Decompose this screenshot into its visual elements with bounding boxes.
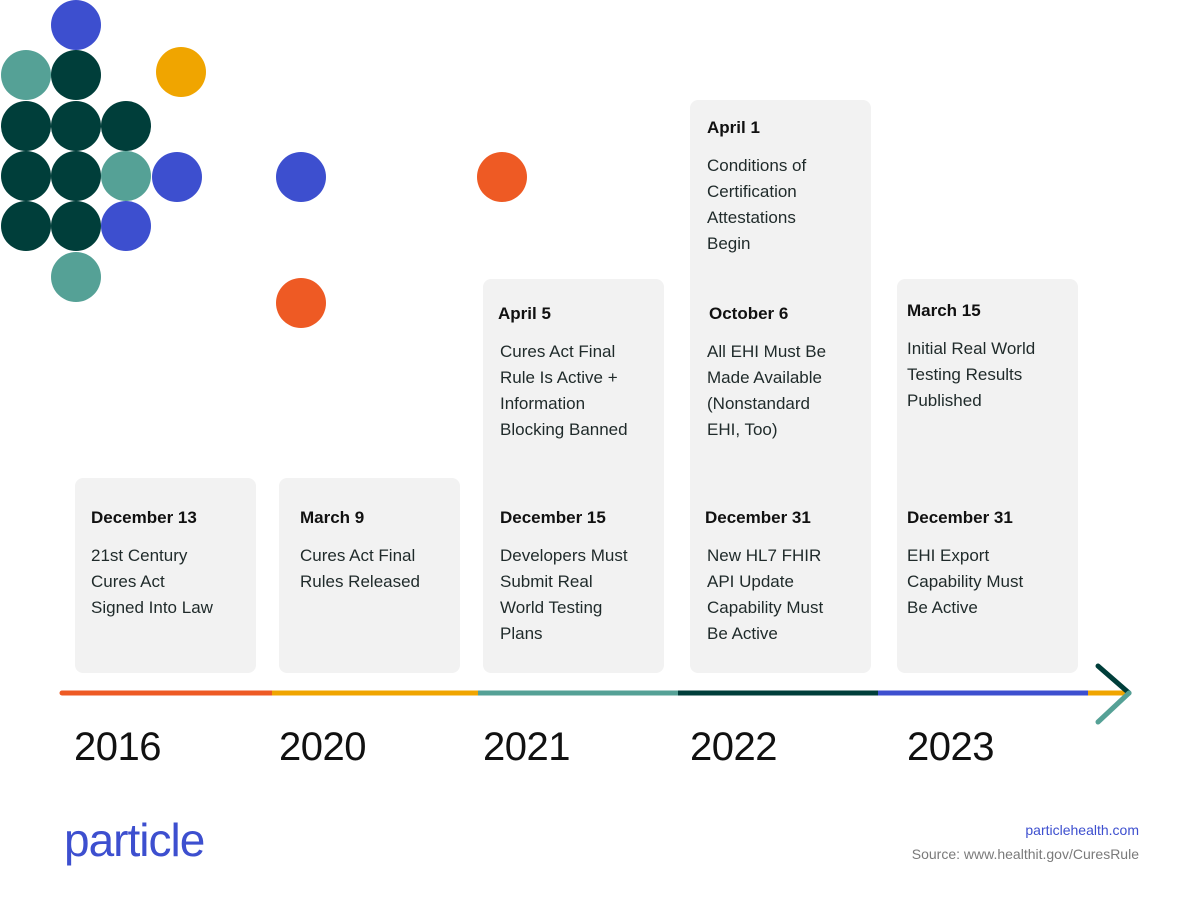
milestone-date: April 5 — [498, 304, 551, 323]
decorative-dot — [156, 47, 206, 97]
decorative-dot — [1, 201, 51, 251]
decorative-dot — [51, 50, 101, 100]
milestone-date: April 1 — [707, 118, 760, 137]
milestone-text: Initial Real World Testing Results Publi… — [907, 339, 1036, 410]
milestone-2016-dec13: December 13 21st Century Cures Act Signe… — [91, 507, 213, 621]
decorative-dot — [101, 101, 151, 151]
milestone-date: December 31 — [907, 508, 1013, 527]
milestone-date: December 15 — [500, 508, 606, 527]
decorative-dot — [152, 152, 202, 202]
milestone-text: Developers Must Submit Real World Testin… — [500, 546, 628, 643]
milestone-text: Conditions of Certification Attestations… — [707, 156, 807, 253]
year-label-2021: 2021 — [483, 725, 570, 769]
decorative-dot — [101, 201, 151, 251]
decorative-dot — [1, 151, 51, 201]
decorative-dot — [51, 151, 101, 201]
year-label-2023: 2023 — [907, 725, 994, 769]
milestone-2022-oct6: October 6 All EHI Must Be Made Available… — [707, 303, 826, 443]
milestone-2023-mar15: March 15 Initial Real World Testing Resu… — [907, 300, 1035, 414]
milestone-2023-dec31: December 31 EHI Export Capability Must B… — [907, 507, 1023, 621]
milestone-text: Cures Act Final Rule Is Active + Informa… — [500, 342, 628, 439]
arrow-head-top — [1095, 663, 1132, 696]
decorative-dot — [276, 152, 326, 202]
decorative-dot — [51, 252, 101, 302]
year-label-2016: 2016 — [74, 725, 161, 769]
decorative-dot — [101, 151, 151, 201]
milestone-date: October 6 — [709, 304, 789, 323]
milestone-date: December 13 — [91, 508, 197, 527]
milestone-date: March 9 — [300, 508, 365, 527]
decorative-dot — [51, 0, 101, 50]
milestone-2022-dec31: December 31 New HL7 FHIR API Update Capa… — [705, 507, 823, 647]
milestone-card-2020 — [279, 478, 460, 673]
milestone-text: New HL7 FHIR API Update Capability Must … — [707, 546, 824, 643]
year-label-2020: 2020 — [279, 725, 366, 769]
milestone-text: All EHI Must Be Made Available (Nonstand… — [707, 342, 827, 439]
decorative-dot — [477, 152, 527, 202]
footer-source: Source: www.healthit.gov/CuresRule — [911, 846, 1139, 862]
milestone-card-2021 — [483, 279, 664, 673]
milestone-card-2016 — [75, 478, 256, 673]
milestone-text: EHI Export Capability Must Be Active — [907, 546, 1024, 617]
milestone-2021-apr5: April 5 Cures Act Final Rule Is Active +… — [498, 303, 628, 443]
decorative-dot — [51, 101, 101, 151]
particle-logo: particle — [64, 814, 205, 866]
decorative-dot — [1, 50, 51, 100]
milestone-2020-mar9: March 9 Cures Act Final Rules Released — [300, 507, 420, 595]
decorative-dot — [276, 278, 326, 328]
milestone-card-2022 — [690, 100, 871, 673]
milestone-2022-apr1: April 1 Conditions of Certification Atte… — [707, 117, 806, 257]
milestone-date: March 15 — [907, 301, 981, 320]
milestone-text: Cures Act Final Rules Released — [300, 546, 421, 591]
milestone-2021-dec15: December 15 Developers Must Submit Real … — [500, 507, 628, 647]
arrow-head-bottom — [1095, 690, 1132, 725]
decorative-dot — [51, 201, 101, 251]
milestone-text: 21st Century Cures Act Signed Into Law — [91, 546, 213, 617]
footer-url[interactable]: particlehealth.com — [1025, 822, 1139, 838]
year-label-2022: 2022 — [690, 725, 777, 769]
milestone-date: December 31 — [705, 508, 811, 527]
decorative-dot — [1, 101, 51, 151]
milestone-card-2023 — [897, 279, 1078, 673]
